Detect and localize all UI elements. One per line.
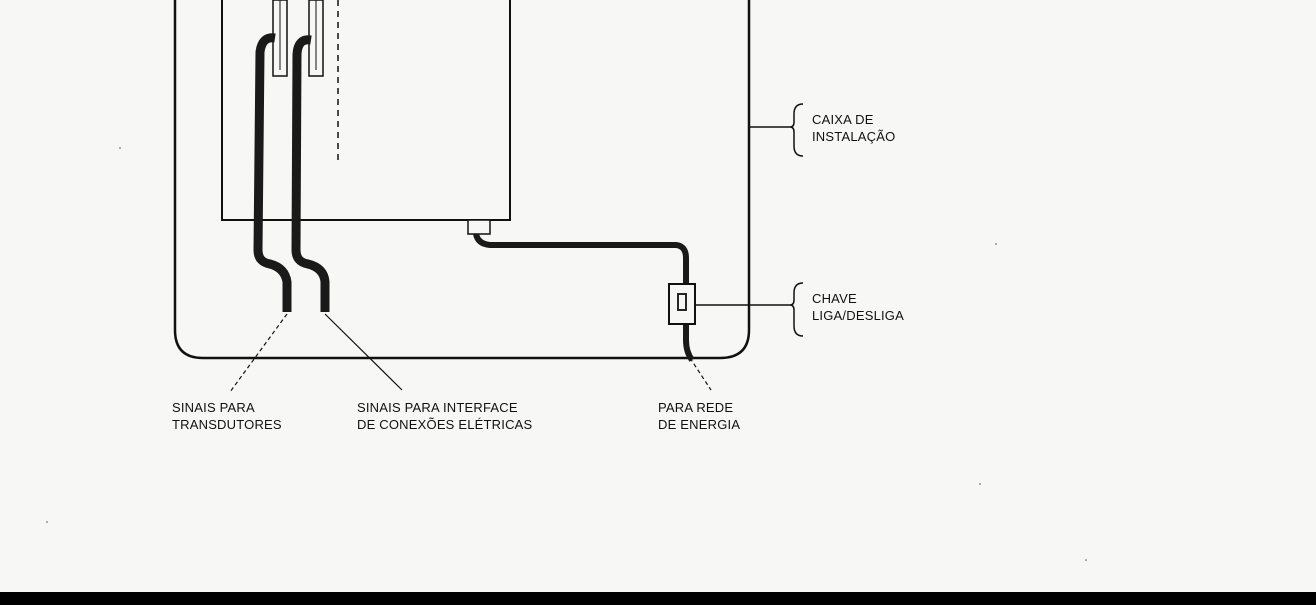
transducer-signals-label: SINAIS PARA TRANSDUTORES	[172, 399, 282, 433]
interface-signal-cable	[291, 35, 330, 312]
switch-label-line2: LIGA/DESLIGA	[812, 308, 904, 323]
transducer-leader	[229, 313, 288, 393]
installation-box-outline	[173, 0, 751, 360]
on-off-switch-lever	[677, 293, 687, 311]
switch-label-line1: CHAVE	[812, 291, 857, 306]
installation-box-label: CAIXA DE INSTALAÇÃO	[812, 111, 895, 145]
transducer-signals-label-line2: TRANSDUTORES	[172, 417, 282, 432]
power-cable	[473, 233, 695, 362]
interface-signals-label: SINAIS PARA INTERFACE DE CONEXÕES ELÉTRI…	[357, 399, 532, 433]
switch-label: CHAVE LIGA/DESLIGA	[812, 290, 904, 324]
interface-signals-label-line1: SINAIS PARA INTERFACE	[357, 400, 518, 415]
scan-border-bar	[0, 592, 1316, 605]
installation-box-bracket	[789, 103, 804, 157]
switch-bracket	[789, 282, 804, 337]
transducer-signals-label-line1: SINAIS PARA	[172, 400, 255, 415]
installation-box-label-line2: INSTALAÇÃO	[812, 129, 896, 144]
equipment-unit-outline	[221, 0, 511, 221]
on-off-switch	[668, 283, 696, 325]
installation-box-label-line1: CAIXA DE	[812, 112, 874, 127]
interface-signals-label-line2: DE CONEXÕES ELÉTRICAS	[357, 417, 533, 432]
power-grid-label-line2: DE ENERGIA	[658, 417, 741, 432]
power-grid-leader	[689, 357, 712, 391]
power-grid-label: PARA REDE DE ENERGIA	[658, 399, 740, 433]
power-grid-label-line1: PARA REDE	[658, 400, 734, 415]
power-connector	[467, 219, 491, 235]
interface-leader	[324, 313, 403, 391]
transducer-signal-cable	[253, 33, 292, 312]
